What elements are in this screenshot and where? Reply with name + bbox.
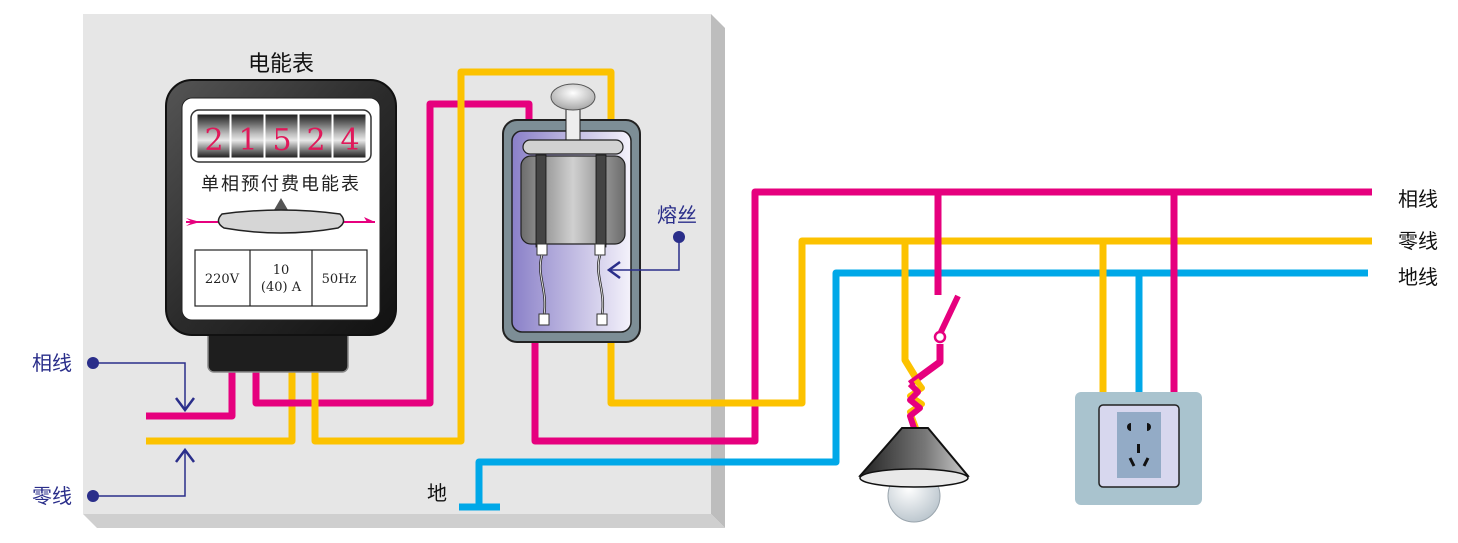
spec-current-base: 10: [273, 263, 290, 278]
lamp-switch-blade: [937, 294, 961, 336]
bus-phase-label: 相线: [1398, 187, 1438, 211]
input-neutral-leader: [93, 450, 186, 497]
phase-fuse-to-bus-wire: [531, 188, 1372, 445]
lamp-switch-pivot[interactable]: [933, 330, 947, 344]
meter-arrow-head: [364, 217, 375, 222]
lamp-switch-lower-wire: [907, 344, 944, 387]
meter-specs-table: 220V 10 (40) A 50Hz: [194, 249, 368, 307]
fuse-clip-bottom-left: [538, 313, 550, 326]
meter-name: 单相预付费电能表: [201, 174, 361, 195]
switch-handle-knob[interactable]: [550, 83, 596, 111]
fuse-leader-arrow: [606, 260, 621, 280]
neutral-input-wire: [146, 372, 296, 445]
spec-frequency: 50Hz: [322, 272, 357, 287]
input-neutral-label: 零线: [32, 484, 72, 508]
switch-blade-right: [595, 154, 607, 248]
counter-drum: [332, 113, 367, 159]
wires: [146, 68, 1372, 511]
socket-hole-ground: [1137, 444, 1140, 453]
switch-crossbar: [522, 139, 624, 155]
fuse-leader-line: [609, 237, 680, 271]
socket-hole-bottom-right: [1142, 457, 1150, 467]
wall-socket: [1075, 392, 1202, 505]
fuse-clip-top-left: [536, 243, 548, 256]
fuse-switch-box: [502, 83, 641, 343]
meter-terminal-cover: [207, 329, 349, 373]
spec-voltage: 220V: [205, 272, 240, 287]
input-annotations: 相线 零线: [32, 351, 195, 508]
counter-drum: [298, 113, 333, 159]
socket-hole-left: [1127, 423, 1131, 431]
phase-input-wire: [146, 372, 236, 420]
input-phase-leader: [93, 362, 186, 410]
lamp-shade-rim: [859, 468, 969, 488]
neutral-meter-to-fuse-wire: [311, 68, 615, 445]
socket-hole-right: [1147, 423, 1151, 431]
input-phase-label: 相线: [32, 351, 72, 375]
pendant-lamp: [858, 427, 970, 523]
meter-arrow-tail: [186, 218, 200, 226]
counter-drum: [264, 113, 299, 159]
counter-digit: 2: [306, 123, 325, 158]
meter-indicator-triangle: [274, 198, 288, 210]
fuse-label: 熔丝: [657, 203, 697, 227]
lamp-neutral-wire: [901, 241, 919, 380]
ground-label: 地: [427, 481, 447, 505]
meter-disc-window: [217, 209, 345, 234]
phase-meter-to-fuse-wire: [252, 100, 533, 407]
neutral-fuse-to-bus-wire: [607, 237, 1372, 407]
bus-neutral-label: 零线: [1398, 229, 1438, 253]
meter-title: 电能表: [248, 52, 314, 77]
fuse-clip-bottom-right: [596, 313, 608, 326]
switch-blade-left: [535, 154, 547, 248]
counter-digit: 2: [204, 123, 223, 158]
socket-hole-bottom-left: [1128, 457, 1136, 467]
fuse-clip-top-right: [594, 243, 606, 256]
spec-current-max: (40) A: [261, 280, 302, 295]
counter-digit: 4: [340, 123, 359, 158]
fuse-annotation: 熔丝: [606, 203, 697, 280]
ground-bus-wire: [475, 269, 1368, 507]
input-phase-arrow: [175, 397, 195, 413]
counter-digit: 5: [272, 123, 291, 158]
counter-drum: [230, 113, 265, 159]
input-neutral-arrow: [175, 447, 195, 463]
lamp-cord-phase: [907, 381, 923, 429]
counter-digit: 1: [238, 123, 257, 158]
counter-drum: [196, 113, 231, 159]
bus-ground-label: 地线: [1398, 265, 1438, 289]
